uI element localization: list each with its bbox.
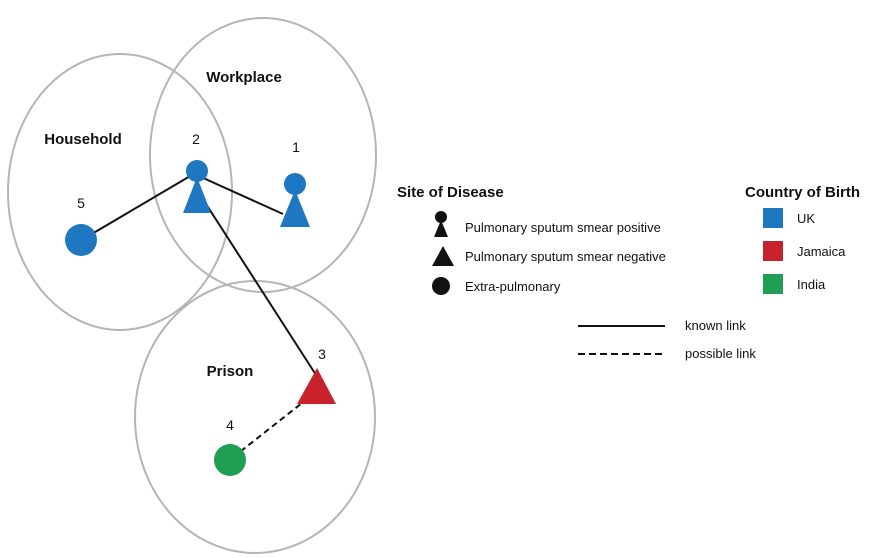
case-1: 1 xyxy=(280,139,310,227)
known-link-2-3 xyxy=(196,189,319,379)
case-number: 1 xyxy=(292,139,300,155)
workplace-label: Workplace xyxy=(206,69,282,86)
legend-label: Pulmonary sputum smear positive xyxy=(465,220,661,235)
uk-swatch xyxy=(763,208,783,228)
legend-label: UK xyxy=(797,211,815,226)
known-link-2-1 xyxy=(200,176,284,215)
circle-icon xyxy=(214,444,246,476)
household-label: Household xyxy=(44,131,122,148)
case-4: 4 xyxy=(214,417,246,476)
triangle-icon xyxy=(297,368,336,404)
country-legend-title: Country of Birth xyxy=(745,184,860,201)
case-5: 5 xyxy=(65,195,97,256)
possible-link-3-4 xyxy=(235,391,317,456)
legend-item-extra-pulmonary: Extra-pulmonary xyxy=(432,277,561,295)
case-3: 3 xyxy=(297,346,336,404)
site-of-disease-legend: Site of Disease Pulmonary sputum smear p… xyxy=(397,184,666,295)
workplace-ellipse xyxy=(149,17,377,293)
country-of-birth-legend: Country of Birth UK Jamaica India xyxy=(745,184,860,294)
legend-item-known-link: known link xyxy=(578,318,746,333)
case-2: 2 xyxy=(183,131,211,213)
circle-icon xyxy=(65,224,97,256)
case-number: 5 xyxy=(77,195,85,211)
person-head-icon xyxy=(186,160,208,182)
legend-item-jamaica: Jamaica xyxy=(763,241,846,261)
legend-item-india: India xyxy=(763,274,826,294)
prison-ellipse xyxy=(134,280,376,554)
person-icon xyxy=(434,211,448,237)
case-number: 3 xyxy=(318,346,326,362)
site-legend-title: Site of Disease xyxy=(397,184,504,201)
case-number: 2 xyxy=(192,131,200,147)
person-head-icon xyxy=(284,173,306,195)
legend-label: possible link xyxy=(685,346,756,361)
link-legend: known link possible link xyxy=(578,318,756,361)
case-number: 4 xyxy=(226,417,234,433)
person-body-icon xyxy=(183,177,211,213)
person-body-icon xyxy=(280,190,310,227)
legend-label: Jamaica xyxy=(797,244,846,259)
legend-label: known link xyxy=(685,318,746,333)
legend-item-smear-positive: Pulmonary sputum smear positive xyxy=(434,211,661,237)
legend-label: Pulmonary sputum smear negative xyxy=(465,249,666,264)
circle-icon xyxy=(432,277,450,295)
prison-label: Prison xyxy=(207,363,254,380)
legend-item-smear-negative: Pulmonary sputum smear negative xyxy=(432,246,666,266)
legend-label: Extra-pulmonary xyxy=(465,279,561,294)
triangle-icon xyxy=(432,246,454,266)
legend-label: India xyxy=(797,277,826,292)
jamaica-swatch xyxy=(763,241,783,261)
india-swatch xyxy=(763,274,783,294)
legend-item-possible-link: possible link xyxy=(578,346,756,361)
known-link-2-5 xyxy=(84,171,198,239)
legend-item-uk: UK xyxy=(763,208,815,228)
